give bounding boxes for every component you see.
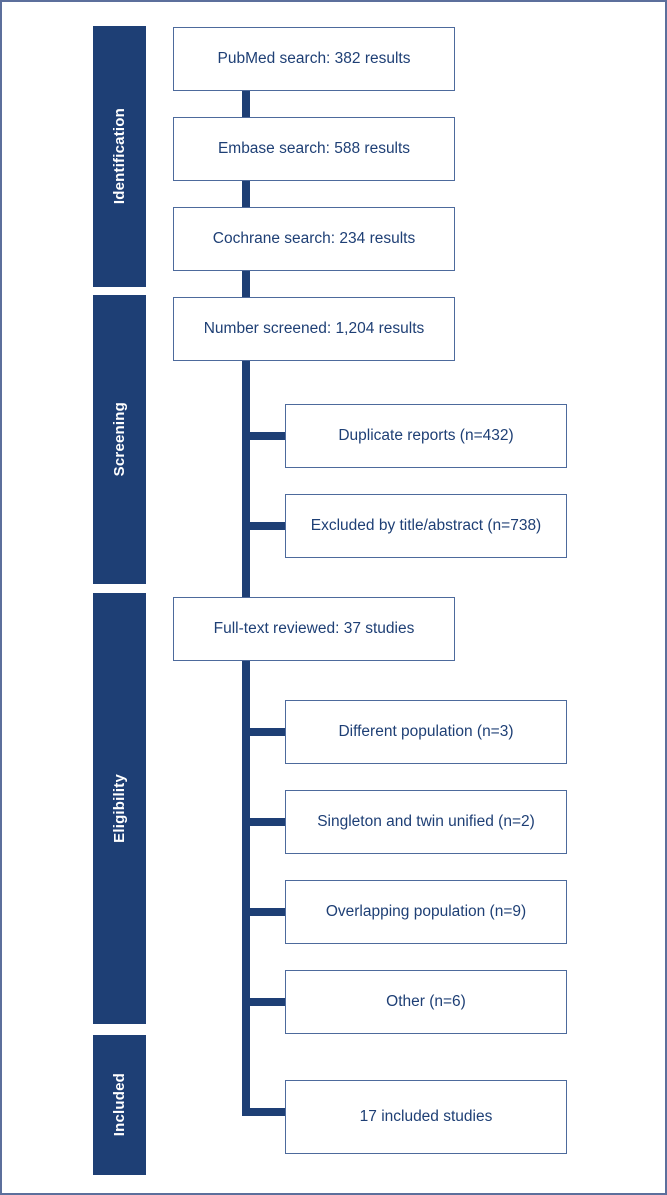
stage-bar-identification: Identification xyxy=(93,26,146,287)
box-full-text-reviewed[interactable]: Full-text reviewed: 37 studies xyxy=(173,597,455,661)
connector-trunk-eligibility xyxy=(242,661,250,1116)
box-label-overlapping-population: Overlapping population (n=9) xyxy=(325,903,527,921)
box-label-pubmed-search: PubMed search: 382 results xyxy=(217,50,411,68)
box-label-number-screened: Number screened: 1,204 results xyxy=(203,320,425,338)
box-other-exclusions[interactable]: Other (n=6) xyxy=(285,970,567,1034)
box-label-different-population: Different population (n=3) xyxy=(338,723,514,741)
box-embase-search[interactable]: Embase search: 588 results xyxy=(173,117,455,181)
box-label-included-studies: 17 included studies xyxy=(359,1108,493,1126)
stage-label-eligibility: Eligibility xyxy=(111,774,128,843)
connector-embase-to-cochrane xyxy=(242,180,250,207)
box-label-duplicate-reports: Duplicate reports (n=432) xyxy=(338,427,514,445)
box-label-cochrane-search: Cochrane search: 234 results xyxy=(212,230,416,248)
connector-stub-included-studies xyxy=(242,1108,287,1116)
connector-stub-different-population xyxy=(242,728,287,736)
box-number-screened[interactable]: Number screened: 1,204 results xyxy=(173,297,455,361)
box-label-singleton-twin-unified: Singleton and twin unified (n=2) xyxy=(317,813,535,831)
box-label-excluded-title-abstract: Excluded by title/abstract (n=738) xyxy=(310,517,542,535)
box-label-embase-search: Embase search: 588 results xyxy=(217,140,411,158)
box-label-other-exclusions: Other (n=6) xyxy=(386,993,466,1011)
stage-bar-included: Included xyxy=(93,1035,146,1175)
connector-stub-other xyxy=(242,998,287,1006)
connector-cochrane-to-screened xyxy=(242,270,250,297)
connector-stub-duplicate-reports xyxy=(242,432,287,440)
stage-bar-eligibility: Eligibility xyxy=(93,593,146,1024)
box-singleton-twin-unified[interactable]: Singleton and twin unified (n=2) xyxy=(285,790,567,854)
box-pubmed-search[interactable]: PubMed search: 382 results xyxy=(173,27,455,91)
box-included-studies[interactable]: 17 included studies xyxy=(285,1080,567,1154)
stage-label-identification: Identification xyxy=(111,108,128,205)
box-label-full-text-reviewed: Full-text reviewed: 37 studies xyxy=(213,620,415,638)
box-overlapping-population[interactable]: Overlapping population (n=9) xyxy=(285,880,567,944)
box-different-population[interactable]: Different population (n=3) xyxy=(285,700,567,764)
stage-bar-screening: Screening xyxy=(93,295,146,584)
box-duplicate-reports[interactable]: Duplicate reports (n=432) xyxy=(285,404,567,468)
connector-pubmed-to-embase xyxy=(242,90,250,117)
box-excluded-title-abstract[interactable]: Excluded by title/abstract (n=738) xyxy=(285,494,567,558)
connector-stub-overlapping-population xyxy=(242,908,287,916)
connector-stub-singleton-twin xyxy=(242,818,287,826)
connector-trunk-screening xyxy=(242,360,250,598)
stage-label-screening: Screening xyxy=(111,402,128,477)
connector-stub-excluded-title-abstract xyxy=(242,522,287,530)
box-cochrane-search[interactable]: Cochrane search: 234 results xyxy=(173,207,455,271)
stage-label-included: Included xyxy=(111,1073,128,1137)
